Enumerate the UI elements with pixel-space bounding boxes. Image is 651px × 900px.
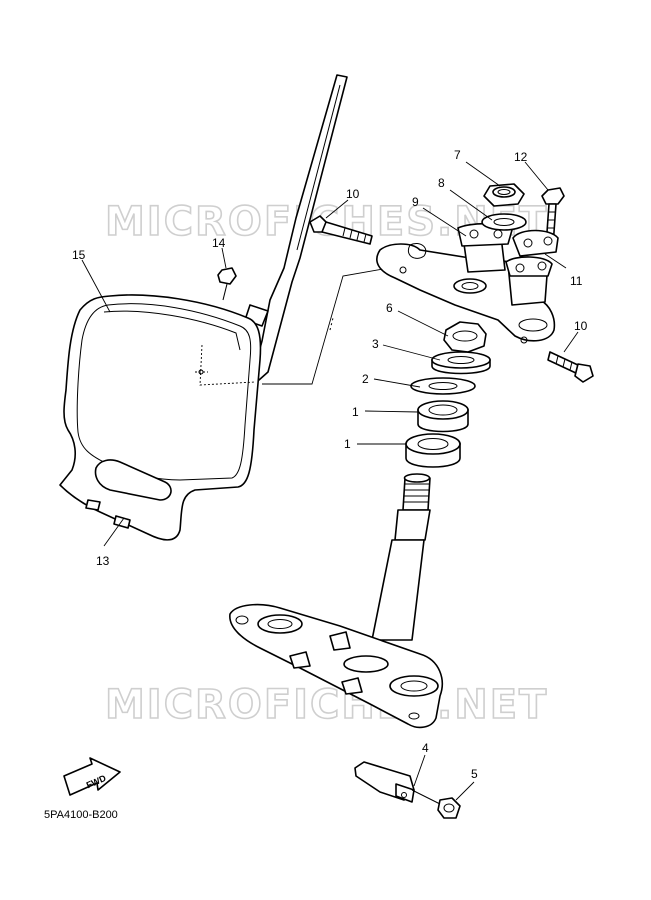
leader-14 (221, 247, 227, 269)
callout-6: 6 (386, 301, 393, 315)
bolt-14 (217, 267, 237, 301)
leader-6 (397, 310, 449, 337)
upper-bracket (376, 222, 556, 344)
leader-10-right (563, 331, 579, 353)
callout-3: 3 (372, 337, 379, 351)
bracket-cap-11 (512, 229, 559, 257)
washer-2 (410, 377, 476, 395)
leader-9 (422, 207, 467, 237)
leader-13 (103, 517, 125, 547)
leader-4 (413, 754, 426, 787)
fwd-arrow-icon: FWD (63, 757, 121, 796)
nut-7 (483, 183, 525, 207)
washer-3 (431, 351, 491, 375)
callout-1-lower: 1 (344, 437, 351, 451)
leader-10-left (325, 199, 349, 219)
washer-8 (481, 213, 527, 231)
bolt-5 (411, 789, 461, 819)
ring-nut-6 (443, 321, 487, 353)
under-bracket (229, 603, 444, 729)
callout-1-upper: 1 (352, 405, 359, 419)
bolt-10-right (547, 351, 594, 383)
callout-5: 5 (471, 767, 478, 781)
leader-2 (373, 378, 421, 388)
callout-10-left: 10 (346, 187, 360, 201)
callout-8: 8 (438, 176, 445, 190)
leader-3 (382, 344, 441, 361)
number-plate (59, 74, 348, 541)
callout-9: 9 (412, 195, 419, 209)
steering-stem (371, 473, 431, 641)
callout-7: 7 (454, 148, 461, 162)
leader-8 (449, 189, 493, 221)
callout-14: 14 (212, 236, 226, 250)
leader-15 (81, 259, 111, 313)
leader-1-upper (364, 410, 419, 413)
leader-7 (465, 161, 501, 187)
watermark-bottom: MICROFICHES.NET (105, 682, 548, 728)
diagram-code: 5PA4100-B200 (44, 809, 118, 821)
callout-10-right: 10 (574, 319, 588, 333)
callout-15: 15 (72, 248, 86, 262)
leader-11 (544, 253, 567, 269)
leader-12 (524, 161, 549, 191)
bearing-1-upper (417, 400, 469, 433)
bearing-1-lower (405, 433, 461, 468)
leader-5 (455, 781, 475, 801)
callout-4: 4 (422, 741, 429, 755)
bolt-10-left (309, 215, 373, 245)
assembly-link-line (262, 265, 401, 385)
callout-11: 11 (570, 274, 583, 288)
callout-13: 13 (96, 554, 110, 568)
callout-2: 2 (362, 372, 369, 386)
callout-12: 12 (514, 150, 528, 164)
hose-clamp-4 (354, 761, 415, 803)
